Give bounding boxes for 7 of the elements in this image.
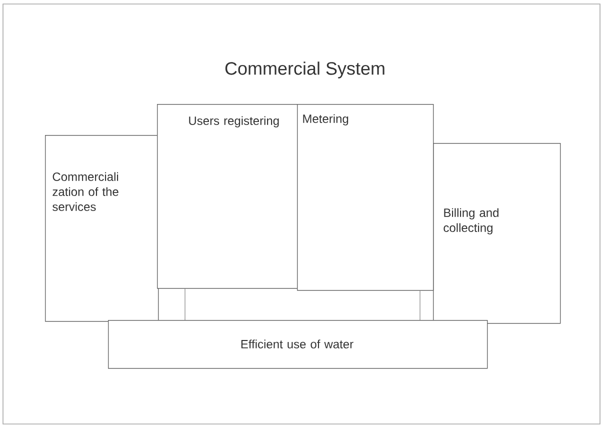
title: Commercial System bbox=[225, 62, 384, 78]
process-box: Commerciali zation of the services bbox=[45, 135, 159, 322]
connector-line bbox=[184, 288, 186, 320]
process-box: Metering bbox=[297, 104, 434, 291]
base-box: Efficient use of water bbox=[108, 320, 488, 369]
process-box: Billing and collecting bbox=[433, 143, 561, 324]
process-box: Users registering bbox=[157, 104, 298, 289]
